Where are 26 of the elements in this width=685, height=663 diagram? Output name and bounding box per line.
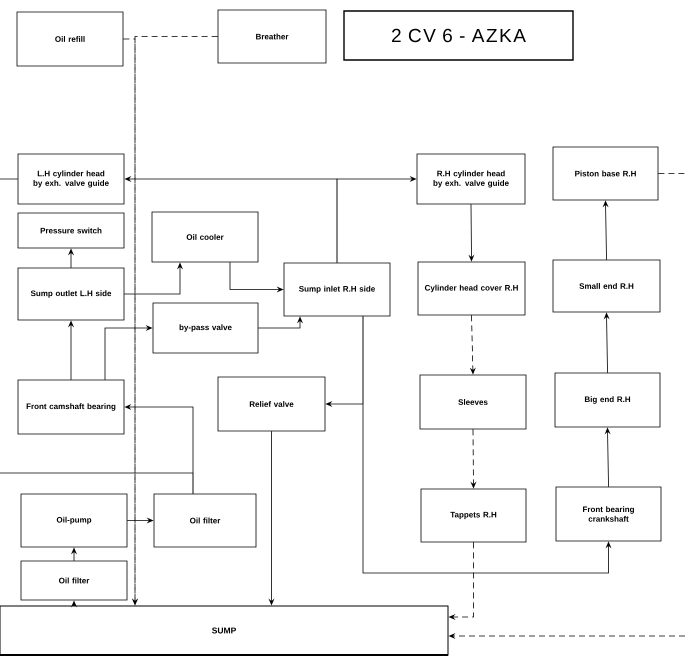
process-box: Sump outlet L.H side <box>18 268 124 320</box>
process-box: Piston base R.H <box>552 146 658 200</box>
process-box: Big end R.H <box>554 372 660 428</box>
process-box: Tappets R.H <box>420 488 526 542</box>
connector-line <box>658 173 685 174</box>
process-box: Relief valve <box>218 376 326 432</box>
connector-line <box>0 472 194 494</box>
process-box: Front camshaft bearing <box>18 380 124 434</box>
process-box: Breather <box>218 10 326 64</box>
connector-line <box>0 178 18 180</box>
process-box: Oil-pump <box>20 494 128 548</box>
title-box: 2 CV 6 - AZKA <box>343 10 574 61</box>
process-box: Oil refill <box>16 12 124 66</box>
process-box: R.H cylinder head by exh. valve guide <box>416 154 526 204</box>
process-box: Pressure switch <box>18 212 124 248</box>
process-box: L.H cylinder head by exh. valve guide <box>18 154 124 204</box>
process-box: Oil filter <box>154 494 256 548</box>
process-box: Cylinder head cover R.H <box>418 262 526 316</box>
process-box: Front bearing crankshaft <box>556 486 662 542</box>
process-box: Sump inlet R.H side <box>284 262 390 316</box>
process-box: Oil cooler <box>152 212 258 262</box>
sump-box: SUMP <box>0 606 448 656</box>
process-box: by-pass valve <box>152 302 258 354</box>
process-box: Oil filter <box>20 560 128 600</box>
process-box: Small end R.H <box>552 260 660 312</box>
process-box: Sleeves <box>420 374 526 430</box>
